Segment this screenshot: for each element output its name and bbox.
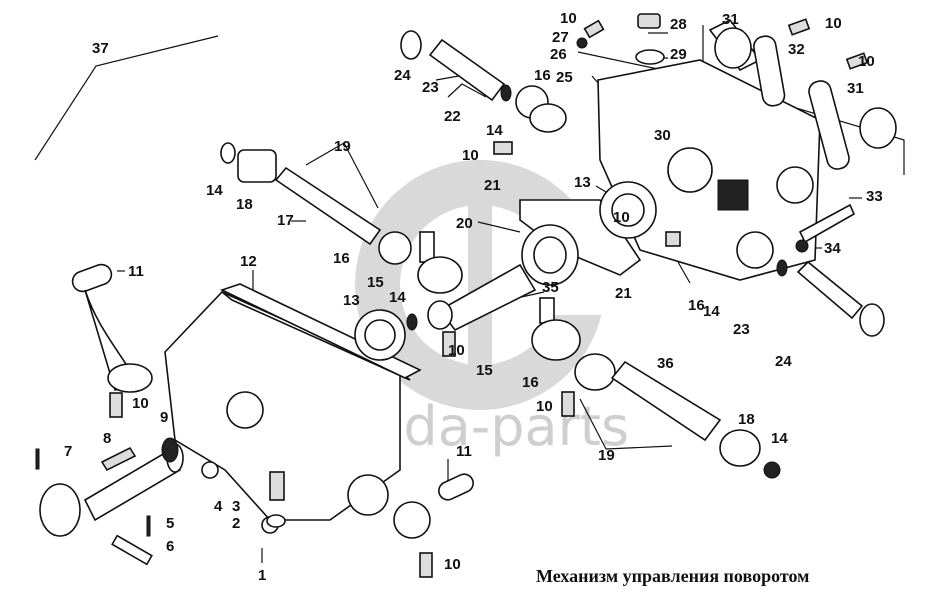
part-callout-12: 12 xyxy=(240,253,257,270)
part-callout-27: 27 xyxy=(552,29,569,46)
part-callout-29: 29 xyxy=(670,46,687,63)
part-callout-19: 19 xyxy=(334,138,351,155)
part-callout-1: 1 xyxy=(258,567,266,584)
part-callout-11: 11 xyxy=(456,443,472,460)
part-callout-11: 11 xyxy=(128,263,144,280)
lever-upper-left xyxy=(71,263,153,393)
part-callout-22: 22 xyxy=(444,108,461,125)
part-callout-10: 10 xyxy=(858,53,875,70)
part-callout-10: 10 xyxy=(825,15,842,32)
part-callout-34: 34 xyxy=(824,240,841,257)
arms-32 xyxy=(714,27,897,170)
part-callout-14: 14 xyxy=(703,303,720,320)
part-callout-4: 4 xyxy=(214,498,223,515)
part-callout-10: 10 xyxy=(132,395,149,412)
part-callout-23: 23 xyxy=(422,79,439,96)
part-callout-28: 28 xyxy=(670,16,687,33)
part-callout-17: 17 xyxy=(277,212,294,229)
lever-lower-right xyxy=(393,473,474,539)
part-callout-16: 16 xyxy=(522,374,539,391)
part-callout-5: 5 xyxy=(166,515,174,532)
part-callout-33: 33 xyxy=(866,188,883,205)
part-callout-23: 23 xyxy=(733,321,750,338)
part-callout-3: 3 xyxy=(232,498,240,515)
part-callout-10: 10 xyxy=(448,342,465,359)
part-callout-16: 16 xyxy=(333,250,350,267)
part-callout-24: 24 xyxy=(775,353,792,370)
lever-15-lower xyxy=(531,297,581,361)
part-callout-31: 31 xyxy=(722,11,739,28)
part-callout-8: 8 xyxy=(103,430,111,447)
part-callout-13: 13 xyxy=(343,292,360,309)
part-callout-37: 37 xyxy=(92,40,109,57)
part-callout-7: 7 xyxy=(64,443,72,460)
part-callout-15: 15 xyxy=(367,274,384,291)
part-callout-14: 14 xyxy=(206,182,223,199)
part-callout-18: 18 xyxy=(738,411,755,428)
part-callout-36: 36 xyxy=(657,355,674,372)
part-callout-19: 19 xyxy=(598,447,615,464)
part-callout-14: 14 xyxy=(771,430,788,447)
part-callout-32: 32 xyxy=(788,41,805,58)
part-callout-21: 21 xyxy=(484,177,501,194)
fasteners xyxy=(35,13,885,578)
part-callout-25: 25 xyxy=(556,69,573,86)
part-callout-15: 15 xyxy=(476,362,493,379)
part-callout-26: 26 xyxy=(550,46,567,63)
shaft-17-group xyxy=(220,142,412,265)
part-callout-21: 21 xyxy=(615,285,632,302)
part-callout-13: 13 xyxy=(574,174,591,191)
part-callout-35: 35 xyxy=(542,279,559,296)
part-callout-16: 16 xyxy=(688,297,705,314)
part-callout-16: 16 xyxy=(534,67,551,84)
brake-cover-housing xyxy=(597,18,821,281)
part-callout-9: 9 xyxy=(160,409,168,426)
part-callout-10: 10 xyxy=(462,147,479,164)
part-callout-10: 10 xyxy=(444,556,461,573)
part-callout-24: 24 xyxy=(394,67,411,84)
part-callout-14: 14 xyxy=(389,289,406,306)
diagram-caption: Механизм управления поворотом xyxy=(536,566,810,586)
part-callout-10: 10 xyxy=(613,209,630,226)
part-callout-2: 2 xyxy=(232,515,240,532)
part-callout-31: 31 xyxy=(847,80,864,97)
shaft-36-group xyxy=(574,353,781,479)
part-callout-10: 10 xyxy=(536,398,553,415)
part-callout-30: 30 xyxy=(654,127,671,144)
lever-15-upper xyxy=(417,231,463,294)
part-callout-10: 10 xyxy=(560,10,577,27)
part-callout-6: 6 xyxy=(166,538,174,555)
part-callout-20: 20 xyxy=(456,215,473,232)
bearing-13-left xyxy=(354,309,418,361)
part-callout-14: 14 xyxy=(486,122,503,139)
part-callout-18: 18 xyxy=(236,196,253,213)
